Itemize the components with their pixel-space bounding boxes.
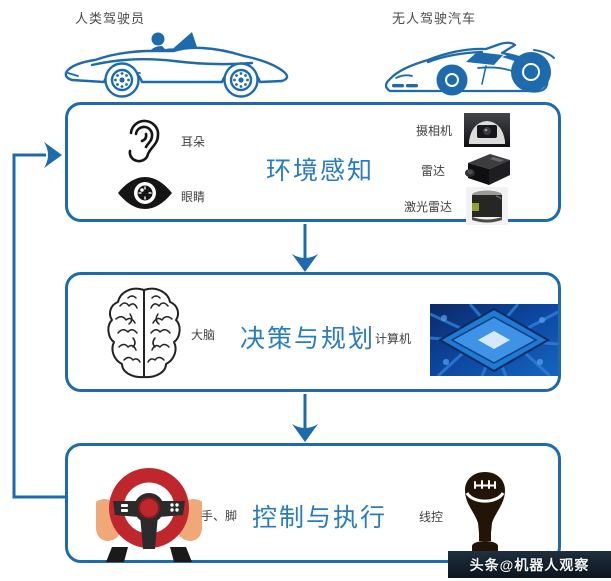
watermark-badge: 头条@机器人观察 — [448, 551, 611, 578]
wire-control-label: 线控 — [419, 510, 444, 524]
steering-wheel-icon — [96, 468, 202, 562]
computer-label: 计算机 — [375, 332, 412, 346]
camera-label: 摄相机 — [416, 124, 453, 138]
ear-icon — [128, 119, 160, 163]
eye-icon — [118, 177, 172, 209]
stage-title-control: 控制与执行 — [252, 504, 388, 532]
brain-icon — [107, 287, 181, 379]
radar-photo — [465, 154, 510, 185]
stage-box-decision: 大脑 决策与规划 计算机 — [65, 272, 561, 392]
cpu-photo — [430, 304, 558, 376]
lidar-label: 激光雷达 — [404, 200, 453, 214]
feedback-arrowhead — [44, 142, 62, 168]
lidar-photo — [466, 187, 508, 225]
sports-car-illustration — [384, 41, 555, 96]
down-arrowhead-2 — [292, 424, 318, 442]
classic-car-illustration — [64, 32, 289, 98]
stage-box-perception: 耳朵 眼睛 环境感知 摄相机 雷达 — [65, 102, 561, 225]
down-arrowhead-1 — [292, 254, 318, 272]
gear-shifter-icon — [465, 472, 505, 556]
stage-title-decision: 决策与规划 — [240, 325, 376, 353]
human-driver-label: 人类驾驶员 — [75, 11, 146, 26]
stage-title-perception: 环境感知 — [266, 157, 375, 185]
stage-box-control: 手、脚 控制与执行 线控 — [65, 443, 561, 563]
brain-label: 大脑 — [191, 328, 216, 342]
hands-feet-label: 手、脚 — [201, 509, 238, 523]
camera-photo — [464, 113, 510, 147]
ear-label: 耳朵 — [181, 135, 206, 149]
autonomous-car-label: 无人驾驶汽车 — [392, 11, 477, 26]
radar-label: 雷达 — [421, 164, 446, 178]
feedback-loop-line — [12, 153, 65, 499]
eye-label: 眼睛 — [181, 190, 206, 204]
